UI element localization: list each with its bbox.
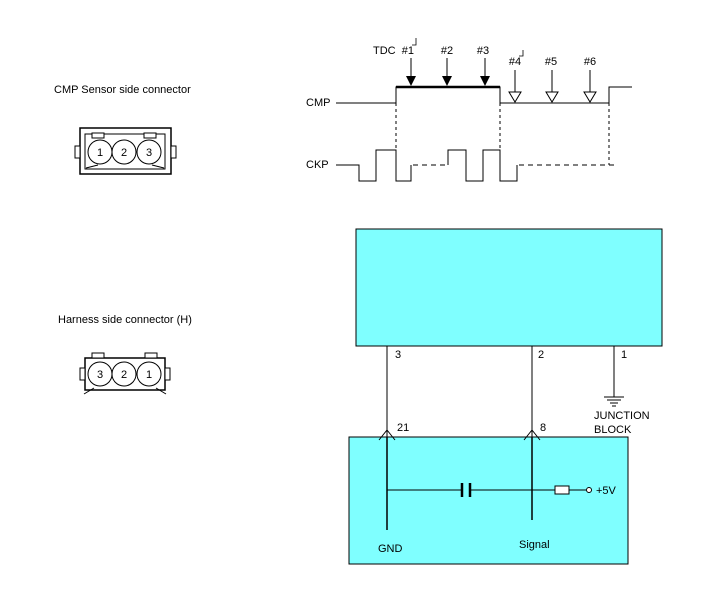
- cmp-pin-2: 2: [121, 147, 127, 159]
- supply-terminal-icon: [586, 487, 592, 493]
- cmp-sensor-connector: 1 2 3: [74, 127, 177, 175]
- hollow-arrow-6: [583, 91, 597, 103]
- hollow-arrow-5: [545, 91, 559, 103]
- signal-label: Signal: [519, 539, 550, 551]
- marker-label-5: #5: [545, 56, 557, 68]
- junction-block-label-1: JUNCTION: [594, 410, 650, 422]
- cmp-waveform-line: [336, 86, 632, 104]
- harness-connector-label: Harness side connector (H): [58, 314, 192, 326]
- marker-label-2: #2: [441, 45, 453, 57]
- cmp-signal-label: CMP: [306, 97, 330, 109]
- marker-label-6: #6: [584, 56, 596, 68]
- ground-icon: [604, 396, 624, 407]
- resistor-icon: [554, 485, 570, 495]
- cmp-pin-3: 3: [146, 147, 152, 159]
- harness-pin-2: 2: [121, 369, 127, 381]
- harness-pin-3: 3: [97, 369, 103, 381]
- pin-21-chevron: [378, 429, 396, 441]
- upper-pin-3: 3: [395, 349, 401, 361]
- lower-pin-21: 21: [397, 422, 409, 434]
- gnd-label: GND: [378, 543, 403, 555]
- cmp-pin-1: 1: [97, 147, 103, 159]
- marker-label-3: #3: [477, 45, 489, 57]
- solid-arrow-1: [406, 76, 416, 86]
- marker-label-4: #4: [509, 56, 521, 68]
- solid-arrow-2: [442, 76, 452, 86]
- supply-label: +5V: [596, 485, 617, 497]
- schematic: 3 2 1 JUNCTION BLOCK 21 8: [348, 228, 663, 565]
- harness-pin-1: 1: [146, 369, 152, 381]
- waveform: TDC #1 #2 #3 #4 #5 #6 CMP CKP: [306, 38, 632, 182]
- solid-arrow-3: [480, 76, 490, 86]
- harness-side-connector: 3 2 1: [79, 352, 171, 395]
- ckp-waveform-line-1: [336, 149, 412, 182]
- hollow-arrow-4: [508, 91, 522, 103]
- upper-pin-2: 2: [538, 349, 544, 361]
- ckp-signal-label: CKP: [306, 159, 329, 171]
- lower-pin-8: 8: [540, 422, 546, 434]
- lower-sensor-box: [348, 436, 629, 565]
- junction-block-label-2: BLOCK: [594, 424, 632, 436]
- capacitor-icon: [460, 483, 472, 497]
- pin-8-chevron: [523, 429, 541, 441]
- marker-label-1: TDC #1: [373, 45, 414, 57]
- upper-pin-1: 1: [621, 349, 627, 361]
- cmp-connector-label: CMP Sensor side connector: [54, 84, 191, 96]
- upper-module-box: [355, 228, 663, 347]
- ckp-waveform-line-2: [447, 149, 518, 182]
